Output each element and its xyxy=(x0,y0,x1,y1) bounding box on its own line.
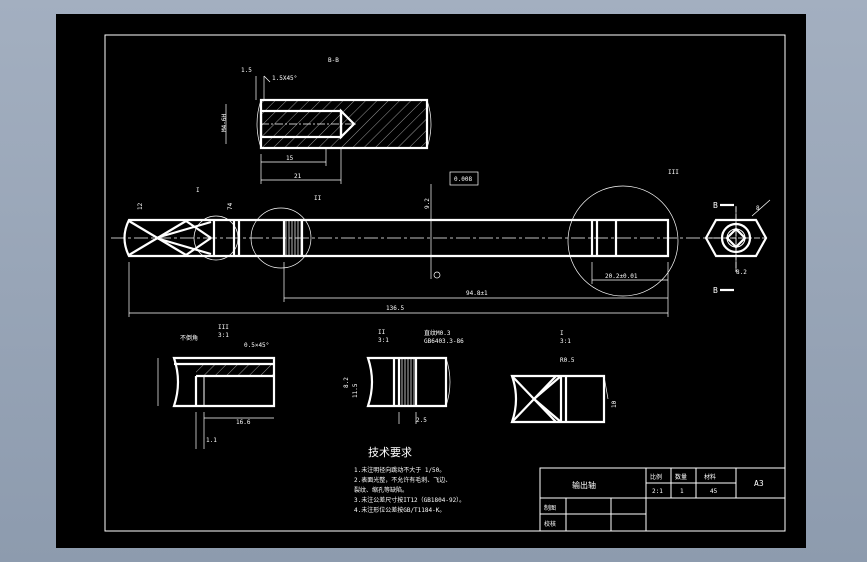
detail-i-label: I xyxy=(560,330,564,337)
note-4: 4.未注形位公差按GB/T1184-K。 xyxy=(354,506,445,514)
note-1: 1.未注明径向跳动不大于 1/50。 xyxy=(354,466,445,474)
section-detail-top: B-B 1.5 1.5X45° M4-6H 15 21 xyxy=(221,57,432,184)
material-value: 45 xyxy=(710,488,718,495)
dim-1-5: 1.5 xyxy=(241,67,252,74)
scale-value: 2:1 xyxy=(652,488,663,495)
dim-11-5: 11.5 xyxy=(352,383,359,398)
dim-2-5: 2.5 xyxy=(416,417,427,424)
detail-i: I 3:1 R0.5 10 xyxy=(510,330,618,424)
dim-8-2: 8.2 xyxy=(343,377,350,388)
draw-label: 制图 xyxy=(544,504,556,512)
dim-diameter: 9.2 xyxy=(424,198,431,209)
detail-ii-label: II xyxy=(378,329,386,336)
view-ii-callout: II xyxy=(314,195,322,202)
part-name: 输出轴 xyxy=(572,480,596,490)
knurl-spec: 直纹M0.3 xyxy=(424,329,451,337)
cad-drawing: B-B 1.5 1.5X45° M4-6H 15 21 xyxy=(104,34,786,532)
dim-i-dia: 74 xyxy=(227,202,234,210)
dim-chamfer-05: 0.5×45° xyxy=(244,342,269,349)
dim-hex-b: 8.2 xyxy=(736,269,747,276)
detail-iii: III 3:1 不倒角 0.5×45° 1.1 16.6 xyxy=(157,324,276,449)
detail-ii-scale: 3:1 xyxy=(378,337,389,344)
check-label: 校核 xyxy=(544,520,556,528)
dim-94-8: 94.8±1 xyxy=(466,290,488,297)
note-2b: 裂纹、缩孔等缺陷。 xyxy=(354,486,408,494)
note-2: 2.表面光整，不允许有毛刺、飞边、 xyxy=(354,476,451,484)
notes-title: 技术要求 xyxy=(368,446,412,459)
dim-1-1: 1.1 xyxy=(206,437,217,444)
dim-20-2: 20.2±0.01 xyxy=(605,273,638,280)
technical-notes: 技术要求 1.未注明径向跳动不大于 1/50。 2.表面光整，不允许有毛刺、飞边… xyxy=(354,446,465,514)
view-iii-callout: III xyxy=(668,169,679,176)
detail-i-scale: 3:1 xyxy=(560,338,571,345)
material-label: 材料 xyxy=(704,473,716,481)
title-block: 输出轴 比例 数量 材料 2:1 1 45 A3 制图 校核 xyxy=(539,467,786,532)
no-chamfer-note: 不倒角 xyxy=(180,334,198,342)
detail-iii-scale: 3:1 xyxy=(218,332,229,339)
dim-15: 15 xyxy=(286,155,294,162)
dim-10: 10 xyxy=(611,400,618,408)
dim-hex: 8 xyxy=(756,205,760,212)
dim-overall: 136.5 xyxy=(386,305,404,312)
detail-iii-label: III xyxy=(218,324,229,331)
qty-label: 数量 xyxy=(675,473,687,481)
dim-16-6: 16.6 xyxy=(236,419,251,426)
scale-label: 比例 xyxy=(650,473,662,481)
note-3: 3.未注公差尺寸按IT12（GB1804-92）。 xyxy=(354,496,465,504)
dim-left-dia: 12 xyxy=(137,202,144,210)
section-b-top: B xyxy=(713,201,718,210)
drawing-sheet: B-B 1.5 1.5X45° M4-6H 15 21 xyxy=(56,14,806,548)
sheet-size: A3 xyxy=(754,479,764,488)
dim-21: 21 xyxy=(294,173,302,180)
dim-thread: M4-6H xyxy=(221,114,228,132)
tolerance-frame: 0.008 xyxy=(454,176,472,183)
qty-value: 1 xyxy=(680,488,684,495)
detail-ii: II 3:1 直纹M0.3 GB6403.3-86 8.2 11.5 2.5 xyxy=(343,329,464,424)
main-shaft-view: I II III 0.008 9.2 12 74 94.8±1 136.5 20… xyxy=(111,169,736,317)
dim-chamfer: 1.5X45° xyxy=(272,75,297,82)
section-label: B-B xyxy=(328,57,339,64)
end-view: B B 8 8.2 xyxy=(704,199,771,295)
knurl-std: GB6403.3-86 xyxy=(424,338,464,345)
section-b-bottom: B xyxy=(713,286,718,295)
dim-r05: R0.5 xyxy=(560,357,575,364)
drawing-frame xyxy=(104,34,786,532)
view-i-callout: I xyxy=(196,187,200,194)
